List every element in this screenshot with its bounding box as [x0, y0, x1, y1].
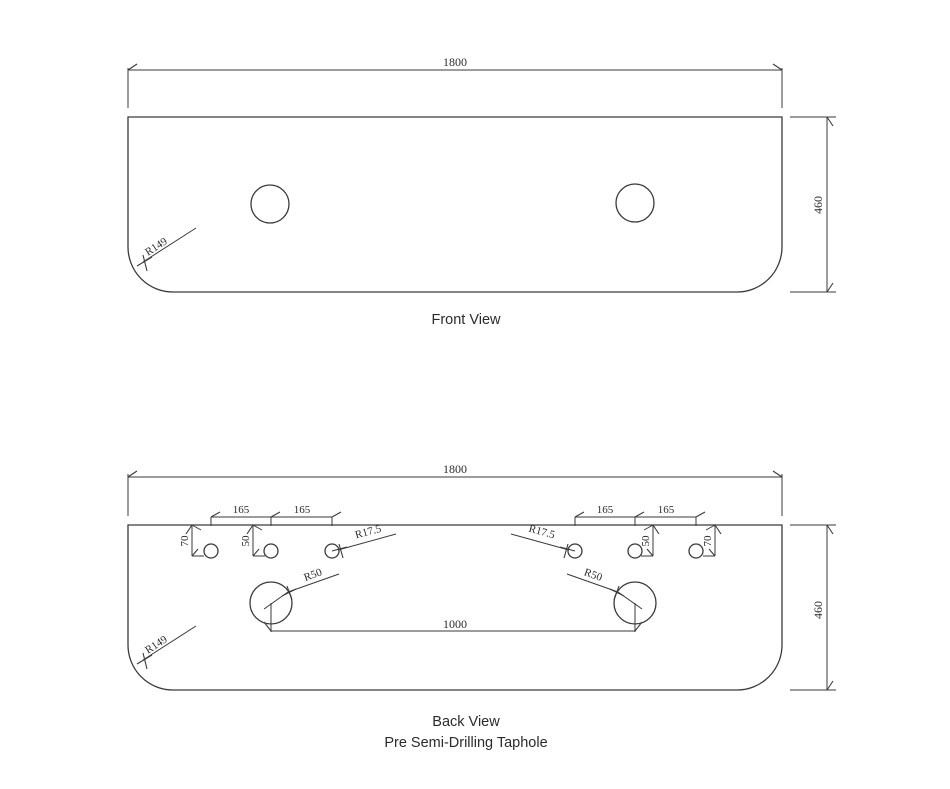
back-left-spacing-label-2: 165: [294, 504, 311, 516]
front-width-label: 1800: [443, 55, 467, 69]
back-left-offset-50-dimension: [246, 524, 265, 557]
front-view-outline: [127, 116, 783, 293]
back-right-spacing-label-1: 165: [597, 504, 614, 516]
back-right-basin-radius-leader: [566, 573, 643, 610]
back-right-offset-50-label: 50: [640, 535, 652, 547]
back-height-label: 460: [811, 601, 825, 619]
back-left-spacing-label-1: 165: [233, 504, 250, 516]
back-left-spacing-dimension: [210, 511, 342, 526]
back-taphole-2: [263, 543, 279, 559]
front-width-dimension: [127, 63, 783, 108]
back-centre-span-label: 1000: [443, 617, 467, 631]
back-view-outline: [127, 524, 783, 691]
back-corner-radius-label: R149: [143, 633, 170, 656]
back-taphole-4: [567, 543, 583, 559]
back-view-label-line2: Pre Semi-Drilling Taphole: [384, 735, 547, 751]
back-right-offset-70-dimension: [703, 524, 722, 557]
back-right-spacing-label-2: 165: [658, 504, 675, 516]
back-left-taphole-radius-leader: [331, 533, 397, 559]
front-view-label: Front View: [431, 312, 501, 328]
front-view-group: R149 1800 460 Front View: [127, 55, 836, 328]
back-left-basin-radius-label: R50: [302, 566, 324, 584]
back-right-offset-50-dimension: [641, 524, 660, 557]
back-corner-radius-leader: [136, 625, 197, 670]
back-left-offset-50-label: 50: [240, 535, 252, 547]
back-left-offset-70-dimension: [185, 524, 204, 557]
back-view-group: 1800 460 165 165: [127, 462, 836, 751]
back-taphole-3: [324, 543, 340, 559]
back-right-taphole-radius-leader: [510, 533, 576, 559]
back-taphole-5: [627, 543, 643, 559]
front-corner-radius-leader: [136, 227, 197, 272]
back-centre-span-dimension: [263, 603, 643, 632]
back-taphole-6: [688, 543, 704, 559]
back-height-dimension: [790, 524, 836, 691]
front-corner-radius-label: R149: [143, 235, 170, 258]
front-right-hole: [615, 183, 655, 223]
back-left-basin-radius-leader: [263, 573, 340, 610]
back-taphole-1: [203, 543, 219, 559]
back-width-label: 1800: [443, 462, 467, 476]
front-left-hole: [250, 184, 290, 224]
back-left-offset-70-label: 70: [179, 535, 191, 547]
front-height-dimension: [790, 116, 836, 293]
back-view-label-line1: Back View: [432, 714, 500, 730]
back-right-taphole-radius-label: R17.5: [527, 523, 556, 542]
back-width-dimension: [127, 470, 783, 516]
back-right-spacing-dimension: [574, 511, 706, 526]
front-height-label: 460: [811, 196, 825, 214]
back-right-basin-radius-label: R50: [582, 566, 604, 584]
back-right-offset-70-label: 70: [702, 535, 714, 547]
